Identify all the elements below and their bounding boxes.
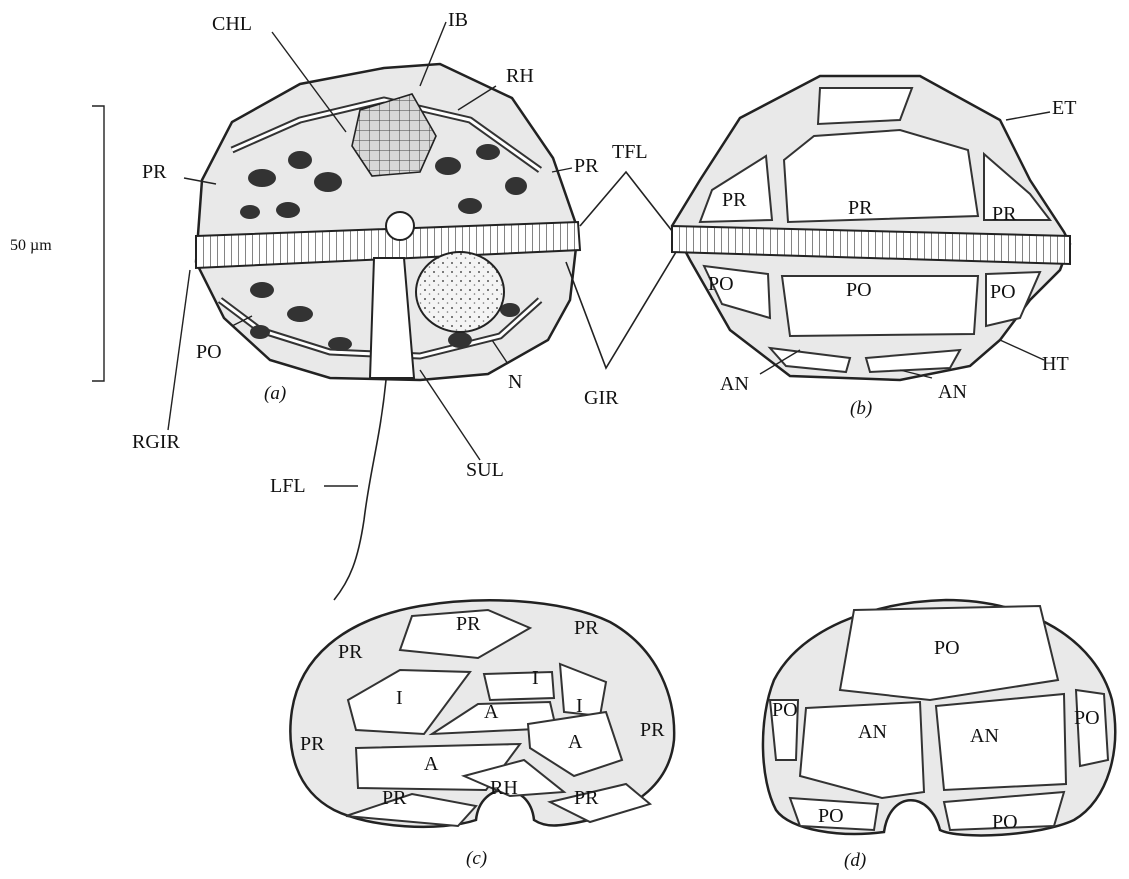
gir-zigzag: [566, 252, 676, 368]
panel-a-label-ib: IB: [448, 9, 468, 31]
panel-c-label-pr-top: PR: [456, 613, 481, 635]
panel-d-label-po-bottomright: PO: [992, 811, 1018, 833]
panel-d-caption: (d): [844, 850, 866, 871]
label-tfl: TFL: [612, 141, 648, 163]
panel-b-label-po-left: PO: [708, 273, 734, 295]
panel-a-longitudinal-flagellum: [334, 380, 386, 600]
panel-a-label-pr-left: PR: [142, 161, 167, 183]
panel-c-label-a-right: A: [568, 731, 583, 753]
label-gir: GIR: [584, 387, 619, 409]
panel-c-label-pr-bottomright: PR: [574, 787, 599, 809]
panel-d-label-an-right: AN: [970, 725, 999, 747]
panel-a-label-sul: SUL: [466, 459, 504, 481]
panel-b: PR PR PR PO PO PO ET HT AN AN (b): [672, 76, 1076, 419]
panel-c: PR PR PR I I I A A A RH PR PR PR PR (c): [290, 600, 674, 869]
panel-d-label-po-bottomleft: PO: [818, 805, 844, 827]
panel-d: PO PO PO AN AN PO PO (d): [763, 600, 1115, 871]
panel-c-label-pr-left: PR: [300, 733, 325, 755]
panel-b-label-an-left: AN: [720, 373, 749, 395]
panel-b-label-et: ET: [1052, 97, 1076, 119]
panel-d-label-po-top: PO: [934, 637, 960, 659]
panel-a-label-rgir: RGIR: [132, 431, 180, 453]
panel-c-label-rh: RH: [490, 777, 518, 799]
panel-a-caption: (a): [264, 383, 286, 404]
panel-c-label-a-left: A: [424, 753, 439, 775]
panel-c-label-pr-right: PR: [640, 719, 665, 741]
panel-b-label-pr-center: PR: [848, 197, 873, 219]
panel-b-label-po-right: PO: [990, 281, 1016, 303]
tfl-zigzag: [580, 172, 676, 236]
panel-b-label-po-center: PO: [846, 279, 872, 301]
panel-c-label-pr-topleft: PR: [338, 641, 363, 663]
panel-c-label-i-right: I: [576, 695, 583, 717]
panel-a-label-po: PO: [196, 341, 222, 363]
panel-a-label-chl: CHL: [212, 13, 252, 35]
panel-c-label-i-mid: I: [532, 667, 539, 689]
panel-d-label-po-left: PO: [772, 699, 798, 721]
panel-a-pusule: [386, 212, 414, 240]
panel-a-label-lfl: LFL: [270, 475, 306, 497]
panel-a-label-pr-right: PR: [574, 155, 599, 177]
scale-bar-label: 50 µm: [10, 237, 52, 254]
panel-c-label-i-left: I: [396, 687, 403, 709]
panel-d-label-po-right: PO: [1074, 707, 1100, 729]
panel-d-label-an-left: AN: [858, 721, 887, 743]
panel-c-label-pr-bottom: PR: [382, 787, 407, 809]
panel-b-caption: (b): [850, 398, 872, 419]
panel-b-label-ht: HT: [1042, 353, 1069, 375]
shared-labels: TFL GIR: [566, 141, 676, 409]
panel-b-label-pr-right: PR: [992, 203, 1017, 225]
panel-a: (a) CHL IB RH PR PR PO N RGIR SUL LFL: [132, 9, 599, 600]
panel-a-label-rh: RH: [506, 65, 534, 87]
panel-c-label-pr-topright: PR: [574, 617, 599, 639]
panel-b-label-an-right: AN: [938, 381, 967, 403]
panel-a-label-n: N: [508, 371, 522, 393]
panel-c-caption: (c): [466, 848, 487, 869]
panel-a-nucleus: [416, 252, 504, 332]
panel-b-label-pr-left: PR: [722, 189, 747, 211]
scale-bar: 50 µm: [10, 106, 104, 381]
panel-c-label-a-top: A: [484, 701, 499, 723]
